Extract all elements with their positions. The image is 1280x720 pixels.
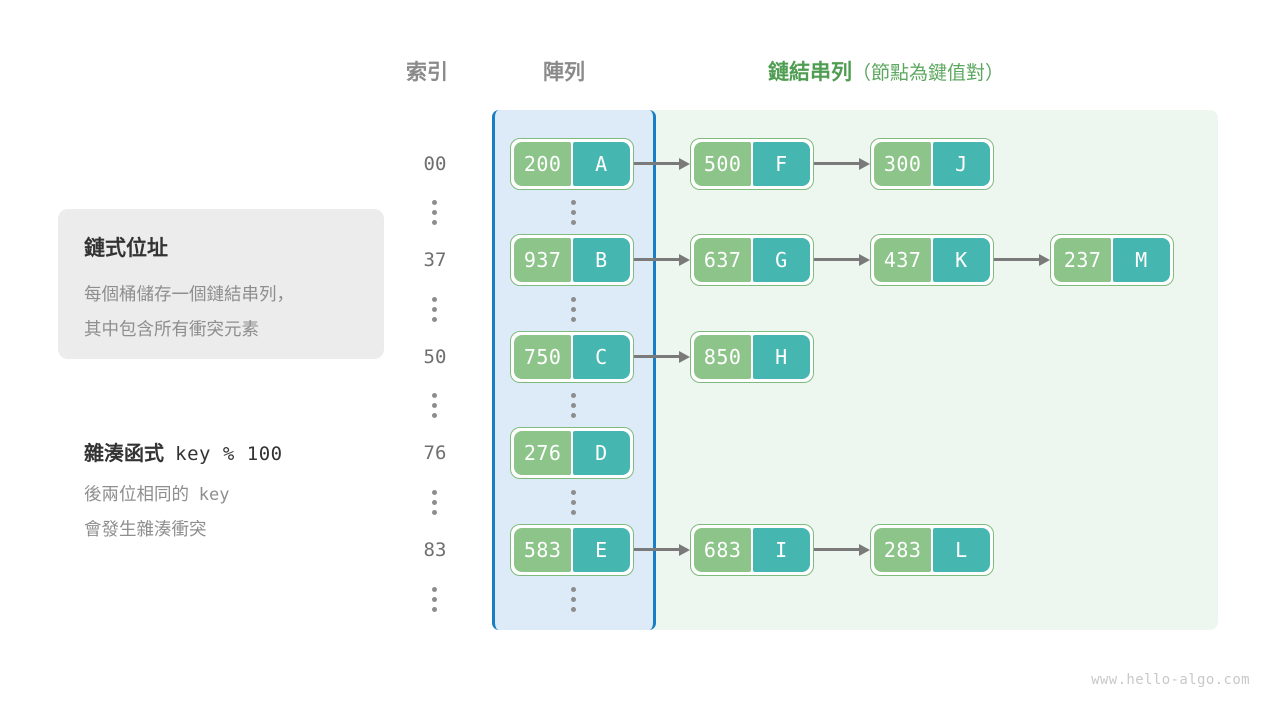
array-ellipsis [571, 297, 577, 322]
array-ellipsis [571, 393, 577, 418]
header-index: 索引 [406, 61, 448, 84]
node-key: 850 [694, 335, 752, 379]
node-key: 500 [694, 142, 752, 186]
node-value: I [752, 528, 810, 572]
bucket-index-83: 83 [423, 539, 447, 561]
header-linked-list-main: 鏈結串列 [768, 61, 852, 84]
node-key: 237 [1054, 238, 1112, 282]
hash-function-title: 雜湊函式 key % 100 [84, 437, 283, 466]
index-ellipsis [432, 200, 438, 225]
next-pointer-arrow [994, 254, 1050, 266]
node-key: 583 [514, 528, 572, 572]
node-value: L [932, 528, 990, 572]
next-pointer-arrow [634, 544, 690, 556]
header-linked-list-note: （節點為鍵值對） [852, 63, 1005, 84]
next-pointer-arrow [814, 544, 870, 556]
hash-note-line-1-key: key [198, 485, 230, 505]
header-linked-list: 鏈結串列（節點為鍵值對） [768, 56, 1004, 86]
hash-note-line-2: 會發生雜湊衝突 [84, 519, 207, 539]
node-key: 437 [874, 238, 932, 282]
index-ellipsis [432, 297, 438, 322]
next-pointer-arrow [634, 254, 690, 266]
next-pointer-arrow [814, 254, 870, 266]
bucket-index-37: 37 [423, 249, 447, 271]
info-card-title: 鏈式位址 [84, 237, 168, 260]
node-value: B [572, 238, 630, 282]
next-pointer-arrow [634, 158, 690, 170]
node-key: 300 [874, 142, 932, 186]
array-ellipsis [571, 587, 577, 612]
array-ellipsis [571, 200, 577, 225]
watermark: www.hello-algo.com [1091, 672, 1250, 688]
info-card-line-2: 其中包含所有衝突元素 [84, 319, 259, 339]
node-value: D [572, 431, 630, 475]
hash-note-line-1-text: 後兩位相同的 [84, 484, 189, 504]
node-key: 276 [514, 431, 572, 475]
node-key: 937 [514, 238, 572, 282]
node-value: A [572, 142, 630, 186]
info-card [58, 209, 384, 359]
index-ellipsis [432, 490, 438, 515]
index-ellipsis [432, 393, 438, 418]
bucket-index-76: 76 [423, 442, 447, 464]
node-key: 750 [514, 335, 572, 379]
next-pointer-arrow [814, 158, 870, 170]
node-value: H [752, 335, 810, 379]
bucket-index-50: 50 [423, 346, 447, 368]
node-value: J [932, 142, 990, 186]
node-value: K [932, 238, 990, 282]
node-key: 200 [514, 142, 572, 186]
info-card-line-1: 每個桶儲存一個鏈結串列， [84, 284, 294, 304]
hash-function-formula: key % 100 [175, 443, 283, 465]
node-value: C [572, 335, 630, 379]
node-value: F [752, 142, 810, 186]
node-value: E [572, 528, 630, 572]
hash-note-line-1: 後兩位相同的 key [84, 481, 229, 506]
node-key: 283 [874, 528, 932, 572]
index-ellipsis [432, 587, 438, 612]
node-key: 683 [694, 528, 752, 572]
array-ellipsis [571, 490, 577, 515]
bucket-index-00: 00 [423, 153, 447, 175]
header-array: 陣列 [543, 61, 585, 84]
node-value: G [752, 238, 810, 282]
hash-function-label: 雜湊函式 [84, 443, 164, 465]
next-pointer-arrow [634, 351, 690, 363]
node-value: M [1112, 238, 1170, 282]
node-key: 637 [694, 238, 752, 282]
